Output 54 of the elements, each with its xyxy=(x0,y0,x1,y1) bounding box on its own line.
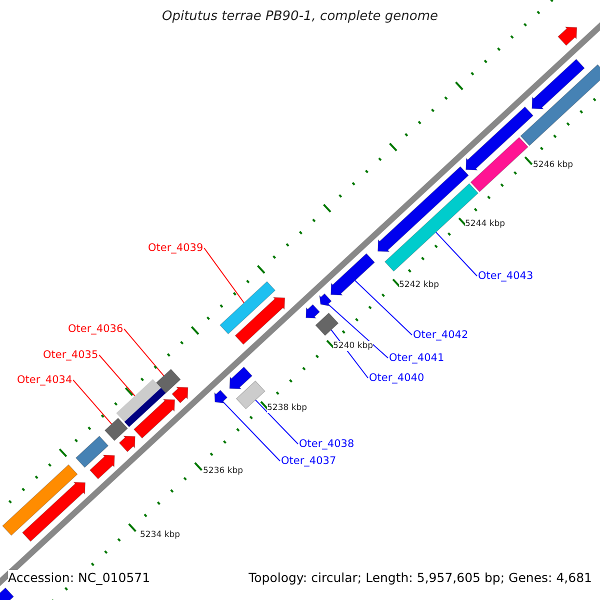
footer-text: Topology: circular; Length: 5,957,605 bp; Genes: 4,681 xyxy=(248,570,592,585)
gene-feature xyxy=(90,454,115,480)
gene-feature xyxy=(466,106,534,170)
gene-feature xyxy=(134,399,176,439)
leader-line xyxy=(435,232,478,276)
gene-feature xyxy=(315,312,339,336)
gene-feature xyxy=(558,26,578,46)
gene-feature xyxy=(236,380,266,410)
gene-feature xyxy=(319,293,332,306)
gene-feature xyxy=(2,464,78,536)
gene-feature xyxy=(470,136,528,192)
scale-label: 5236 kbp xyxy=(203,466,244,476)
gene-feature xyxy=(75,436,109,468)
gene-feature xyxy=(0,587,14,600)
gene-feature xyxy=(306,304,320,318)
gene-label: Oter_4041 xyxy=(389,352,444,364)
gene-label: Oter_4042 xyxy=(413,329,468,341)
scale-label: 5246 kbp xyxy=(533,160,574,170)
scale-label: 5244 kbp xyxy=(465,219,506,229)
leader-line xyxy=(124,328,164,376)
leader-line xyxy=(328,304,388,358)
leader-line xyxy=(254,399,298,444)
footer-text: Accession: NC_010571 xyxy=(8,570,150,585)
gene-feature xyxy=(22,482,86,542)
leader-line xyxy=(222,401,280,462)
gene-feature xyxy=(234,297,286,345)
leader-line xyxy=(354,280,412,336)
gene-feature xyxy=(214,390,228,404)
gene-label: Oter_4040 xyxy=(369,372,424,384)
gene-feature xyxy=(156,368,181,394)
scale-label: 5234 kbp xyxy=(140,530,180,540)
gene-label: Oter_4036 xyxy=(68,323,124,335)
leader-line xyxy=(204,248,245,304)
title: Opitutus terrae PB90-1, complete genome xyxy=(160,9,440,24)
gene-feature xyxy=(118,436,136,452)
gene-label: Oter_4035 xyxy=(43,349,98,361)
scale-label: 5240 kbp xyxy=(333,341,374,351)
gene-feature xyxy=(116,379,166,428)
leader-line xyxy=(72,380,112,425)
scale-label: 5238 kbp xyxy=(267,403,308,413)
leader-line xyxy=(98,354,136,396)
gene-label: Oter_4037 xyxy=(281,455,336,467)
gene-label: Oter_4039 xyxy=(148,242,204,254)
gene-feature xyxy=(229,366,252,390)
gene-feature xyxy=(532,58,585,110)
gene-feature xyxy=(220,281,276,334)
gene-feature xyxy=(172,386,188,404)
gene-feature xyxy=(104,418,128,442)
gene-label: Oter_4038 xyxy=(299,438,354,450)
gene-label: Oter_4043 xyxy=(478,270,534,282)
gene-feature xyxy=(520,64,600,146)
gene-label: Oter_4034 xyxy=(17,374,72,386)
scale-label: 5242 kbp xyxy=(399,280,440,290)
gene-feature xyxy=(330,253,375,296)
